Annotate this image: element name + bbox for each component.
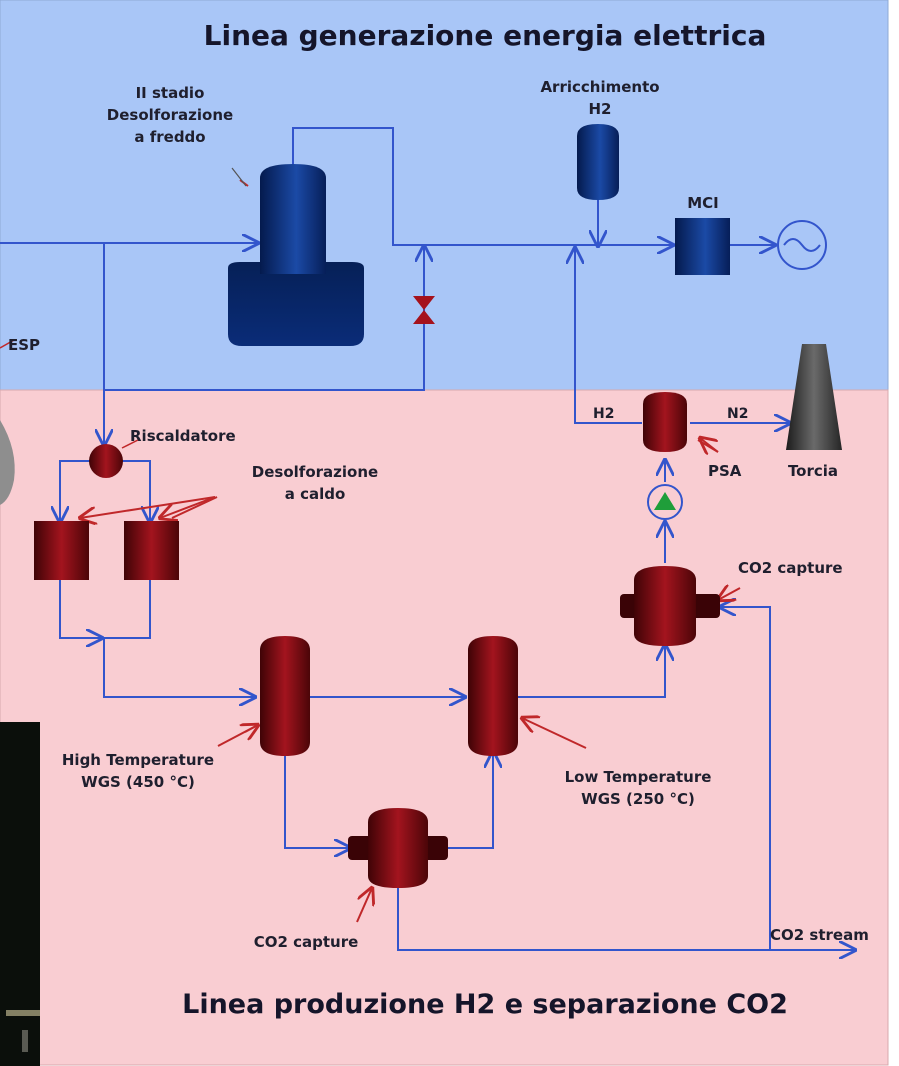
psa-label: PSA [708,462,742,480]
heater [89,444,123,478]
top-section-background [0,0,889,391]
generator-symbol [777,220,827,270]
hot-desulf-label-line2: a caldo [285,485,346,503]
stage2-pointer [231,167,247,187]
esp-label: ESP [8,336,40,354]
control-valve [413,296,435,324]
hot-desulfurizer-1 [34,521,89,580]
h2-enrichment-tank [577,124,619,200]
psa-vessel [643,392,687,452]
stage2-label-line3: a freddo [134,128,205,146]
mci-label: MCI [687,194,719,212]
heater-label: Riscaldatore [130,427,236,445]
enrichment-label-line1: Arricchimento [540,78,659,96]
hot-desulf-label-line1: Desolforazione [252,463,378,481]
n2-label: N2 [727,406,748,422]
flare-label: Torcia [788,462,838,480]
h2-label: H2 [593,406,614,422]
bottom-section-background [0,389,889,1066]
co2-capture-bottom-label: CO2 capture [254,933,359,951]
flare-stack [786,344,842,450]
co2-capture-unit-bottom [348,808,448,888]
co2-capture-top-label: CO2 capture [738,559,843,577]
stage2-label-line1: II stadio [136,84,205,102]
lt-wgs-label-line2: WGS (250 °C) [581,790,695,808]
heater-pointer [121,439,139,449]
lt-wgs-reactor [468,636,518,756]
co2-stream-label: CO2 stream [770,926,869,944]
ht-wgs-reactor [260,636,310,756]
bottom-section-title: Linea produzione H2 e separazione CO2 [182,989,788,1020]
lt-wgs-label-line1: Low Temperature [565,768,712,786]
ht-wgs-label-line1: High Temperature [62,751,214,769]
bottom-left-photo [0,722,40,1066]
hot-desulfurizer-2 [124,521,179,580]
enrichment-label-line2: H2 [589,100,612,118]
co2-capture-unit-top [620,566,720,646]
top-section-title: Linea generazione energia elettrica [204,19,767,52]
left-photo-fragment [0,420,15,505]
esp-pointer [0,339,15,349]
mci-engine [675,218,730,275]
stage2-label-line2: Desolforazione [107,106,233,124]
ht-wgs-label-line2: WGS (450 °C) [81,773,195,791]
cold-desulfurizer-vessel [228,164,364,346]
compressor-pump [647,484,683,520]
